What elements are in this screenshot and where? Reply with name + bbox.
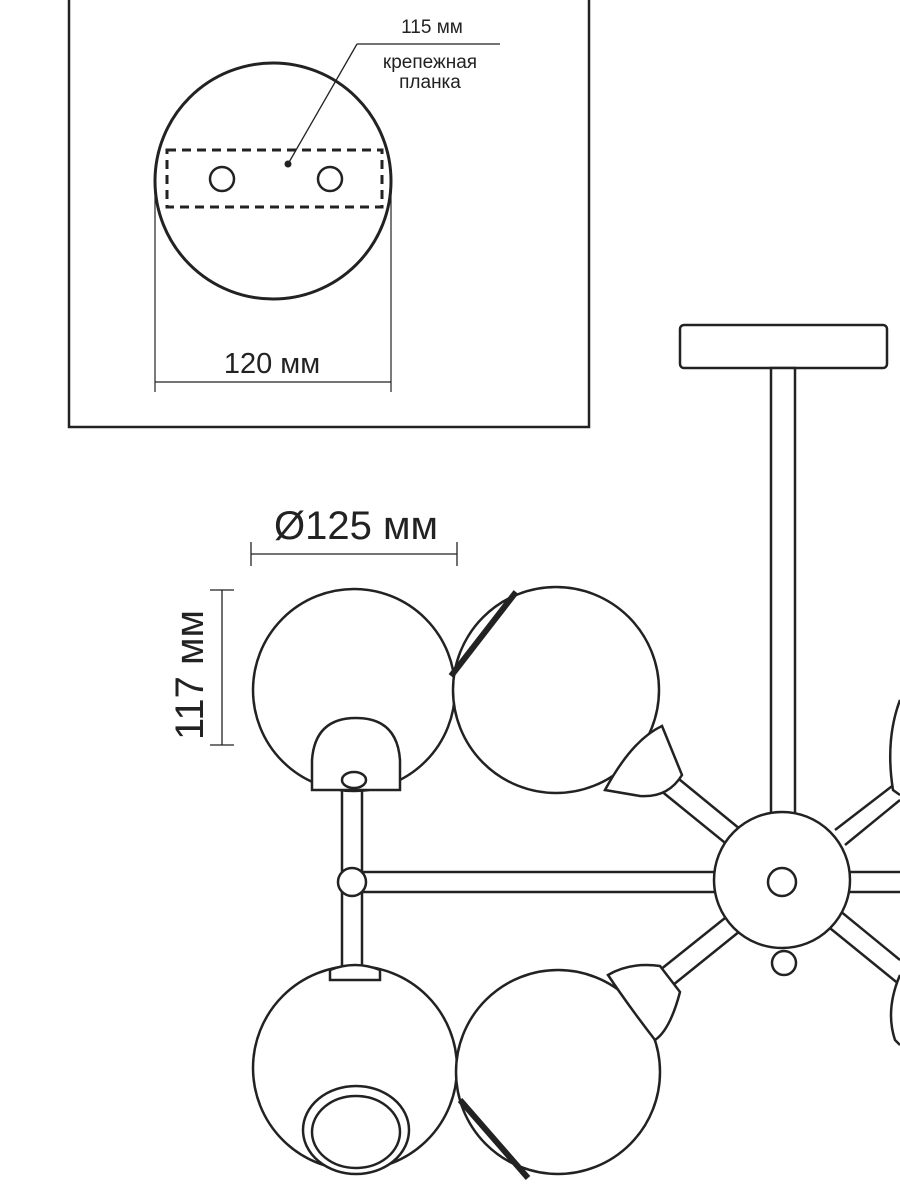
arm-upper-right-b [844, 799, 900, 846]
inset-frame [67, 0, 591, 429]
glass-opening-top-middle [448, 590, 519, 678]
plate-name-line2: планка [399, 72, 461, 93]
plate-hole-left [208, 165, 236, 193]
socket-cup-top-left [310, 716, 402, 792]
arm-lower-left-b [672, 926, 746, 986]
globe-height-label: 117 мм [168, 610, 212, 740]
glass-opening-inner-bottom-left [310, 1094, 402, 1170]
hub-finial [770, 949, 798, 977]
left-joint [336, 866, 368, 898]
plate-width-label: 115 мм [401, 17, 463, 38]
mounting-plate-dashed [165, 148, 384, 209]
arm-upper-right-a [834, 779, 900, 831]
chandelier-body [251, 323, 900, 1180]
plate-name-line1: крепежная [383, 52, 477, 73]
globe-height-dimension: 117 мм [168, 589, 234, 746]
globe-top-middle [451, 585, 661, 795]
plate-hole-right [316, 165, 344, 193]
ceiling-canopy [678, 323, 889, 370]
canopy-circle [153, 61, 393, 301]
socket-ring-top-left [340, 770, 368, 790]
globe-diameter-dimension: Ø125 мм [250, 504, 458, 566]
arm-lower-left-a [659, 909, 736, 971]
canopy-diameter-label: 120 мм [224, 348, 320, 380]
glass-opening-bottom-middle [457, 1098, 531, 1180]
socket-cup-top-middle [603, 724, 684, 798]
socket-cup-bottom-left [328, 963, 382, 982]
globe-bottom-middle [454, 968, 662, 1176]
downrod-stem [769, 366, 797, 822]
socket-cup-bottom-middle [606, 963, 682, 1042]
hub-knuckle [766, 866, 798, 898]
globe-right-upper-partial [889, 699, 900, 797]
globe-right-lower-partial [889, 974, 900, 1046]
plate-leader-line [287, 43, 358, 165]
globe-diameter-label: Ø125 мм [274, 504, 438, 548]
mounting-inset: 115 мм крепежная планка 120 мм [67, 0, 591, 429]
